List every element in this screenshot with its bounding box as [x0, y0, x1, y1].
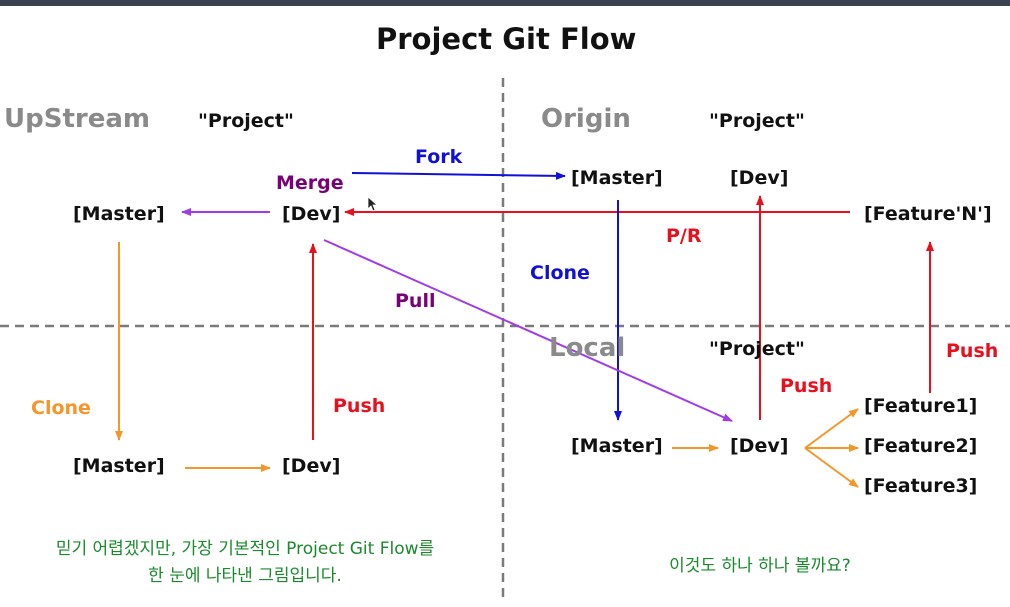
- push-local-dev-label: Push: [780, 375, 833, 397]
- clone-origin-label: Clone: [530, 262, 590, 284]
- clone-upstream-label: Clone: [31, 397, 91, 419]
- left-caption-line1: 믿기 어렵겠지만, 가장 기본적인 Project Git Flow를: [55, 539, 435, 559]
- pull-label: Pull: [395, 290, 436, 312]
- upstream-local-dev-node: [Dev]: [282, 455, 341, 477]
- upstream-dev-node: [Dev]: [282, 203, 341, 225]
- local-project-label: "Project": [709, 338, 805, 360]
- mouse-cursor-icon: [367, 196, 379, 212]
- merge-label: Merge: [276, 172, 344, 194]
- window-top-bar: [0, 0, 1010, 6]
- feature3-node: [Feature3]: [864, 475, 978, 497]
- right-caption-text: 이것도 하나 하나 볼까요?: [669, 556, 851, 576]
- push-feature-label: Push: [946, 340, 999, 362]
- dev-to-feature3-arrow: [804, 447, 859, 488]
- feature1-node: [Feature1]: [864, 395, 978, 417]
- pr-label: P/R: [666, 225, 702, 247]
- fork-label: Fork: [415, 146, 463, 168]
- local-master-node: [Master]: [571, 435, 663, 457]
- origin-dev-node: [Dev]: [730, 167, 789, 189]
- feature2-node: [Feature2]: [864, 435, 978, 457]
- left-caption-line2: 한 눈에 나타낸 그림입니다.: [148, 566, 342, 586]
- zone-origin-label: Origin: [541, 104, 631, 134]
- upstream-master-node: [Master]: [73, 203, 165, 225]
- zone-upstream-label: UpStream: [4, 104, 150, 134]
- upstream-project-label: "Project": [198, 110, 294, 132]
- fork-arrow: [351, 171, 566, 180]
- left-caption: 믿기 어렵겠지만, 가장 기본적인 Project Git Flow를 한 눈에…: [10, 536, 480, 590]
- zone-local-label: Local: [549, 333, 626, 363]
- push-upstream-label: Push: [333, 395, 386, 417]
- origin-master-node: [Master]: [571, 167, 663, 189]
- pull-arrow: [323, 239, 733, 422]
- dev-to-feature1-arrow: [804, 408, 859, 449]
- origin-project-label: "Project": [709, 110, 805, 132]
- origin-feature-n-node: [Feature'N']: [864, 203, 992, 225]
- right-caption: 이것도 하나 하나 볼까요?: [600, 553, 920, 580]
- page-title: Project Git Flow: [376, 22, 637, 56]
- local-dev-node: [Dev]: [730, 435, 789, 457]
- upstream-local-master-node: [Master]: [73, 455, 165, 477]
